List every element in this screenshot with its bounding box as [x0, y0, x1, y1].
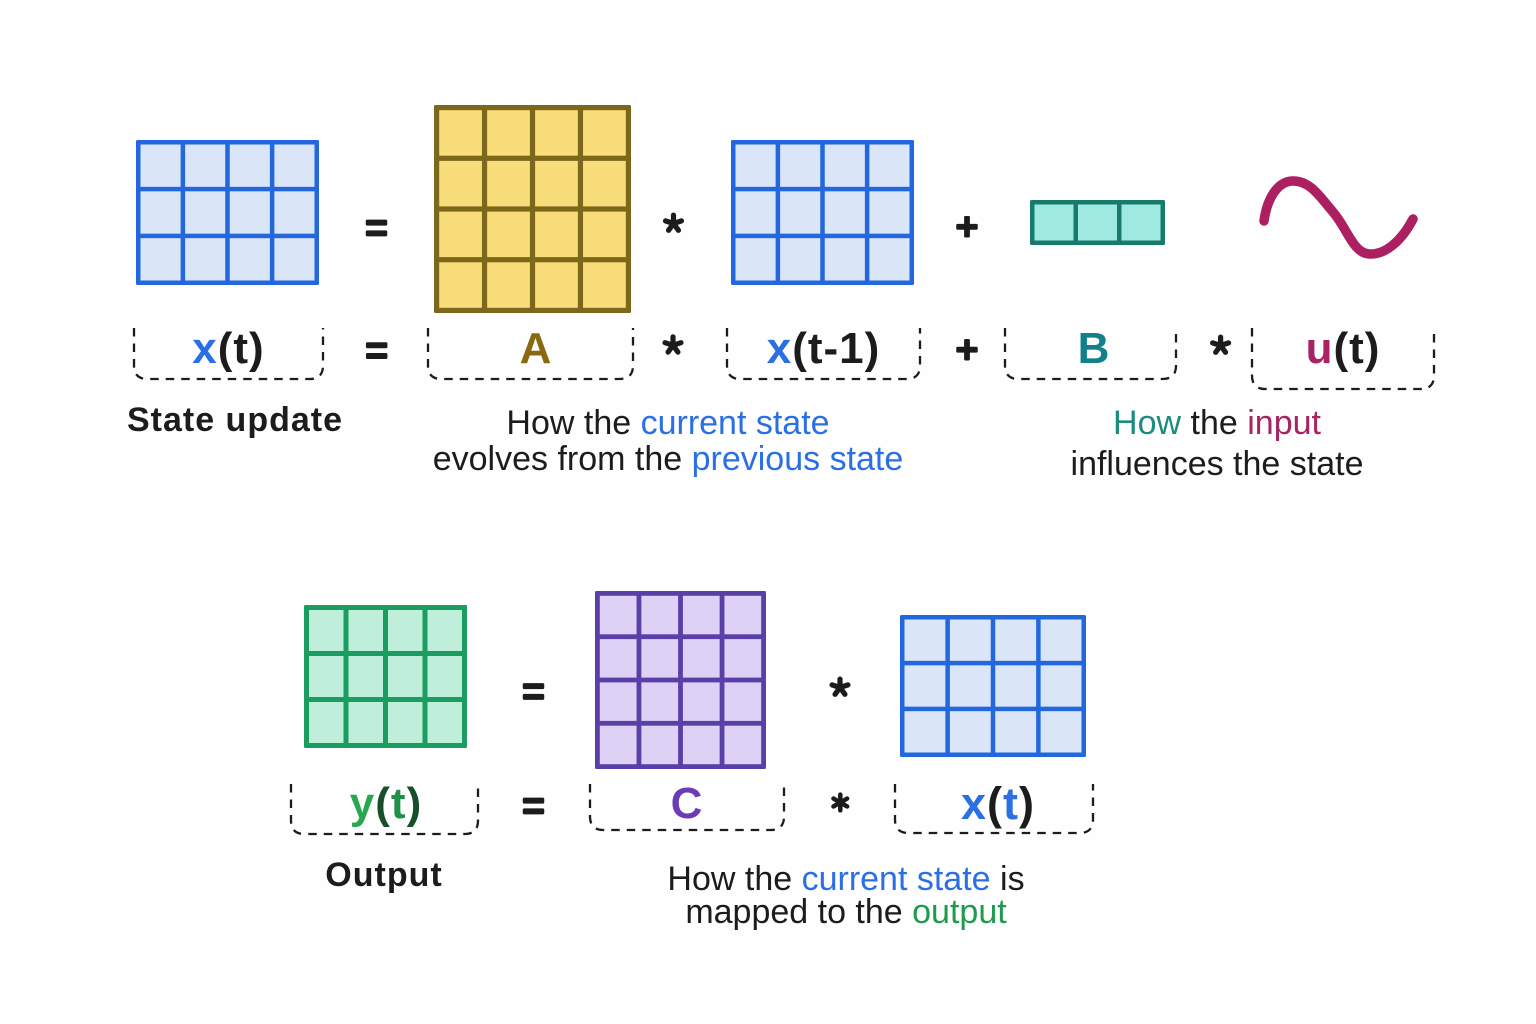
svg-text:A: A [520, 324, 553, 373]
svg-text:u(t): u(t) [1306, 324, 1381, 373]
svg-text:x(t): x(t) [192, 324, 264, 373]
svg-text:influences the state: influences the state [1071, 445, 1364, 483]
svg-text:C: C [671, 779, 704, 828]
svg-text:B: B [1078, 324, 1111, 373]
svg-text:How the input: How the input [1113, 404, 1321, 442]
svg-text:mapped to the output: mapped to the output [685, 893, 1007, 931]
svg-text:State update: State update [127, 401, 343, 439]
svg-text:How the current state is: How the current state is [667, 860, 1024, 898]
svg-text:x(t): x(t) [961, 778, 1035, 829]
svg-text:How the current state: How the current state [506, 404, 829, 442]
svg-text:Output: Output [325, 856, 442, 894]
svg-text:evolves from the previous stat: evolves from the previous state [433, 440, 904, 478]
svg-text:x(t-1): x(t-1) [767, 324, 881, 373]
svg-text:y(t): y(t) [350, 779, 422, 828]
